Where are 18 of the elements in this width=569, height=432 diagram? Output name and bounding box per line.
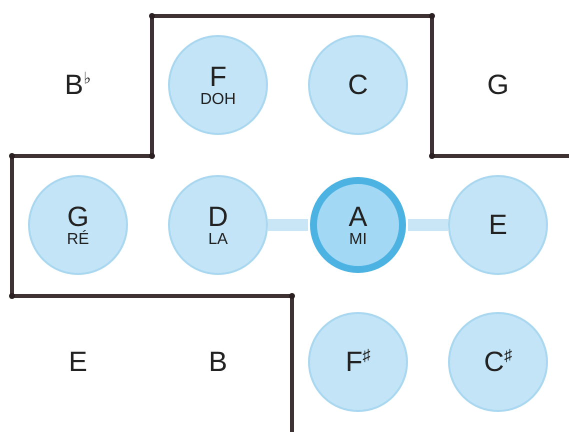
solfege-syllable: LA [208, 230, 228, 248]
solfege-syllable: DOH [200, 90, 236, 108]
note-name: F [209, 62, 227, 91]
note-name: C [348, 70, 368, 100]
key-name: E [68, 346, 88, 378]
note-name: C$^{♯}$ [484, 347, 512, 377]
connector-line [408, 219, 448, 231]
key-name: B [208, 346, 228, 378]
solfege-syllable: MI [349, 230, 367, 248]
note-name: F$^{♯}$ [345, 347, 371, 377]
note-name: A [348, 202, 368, 231]
note-name: D [208, 202, 228, 231]
connector-line [268, 219, 308, 231]
note-name: E [488, 210, 508, 240]
key-name: G [487, 69, 509, 101]
solfege-syllable: RÉ [66, 230, 90, 248]
note-name: G [67, 202, 89, 231]
key-name: B$^{♭}$ [64, 69, 92, 101]
